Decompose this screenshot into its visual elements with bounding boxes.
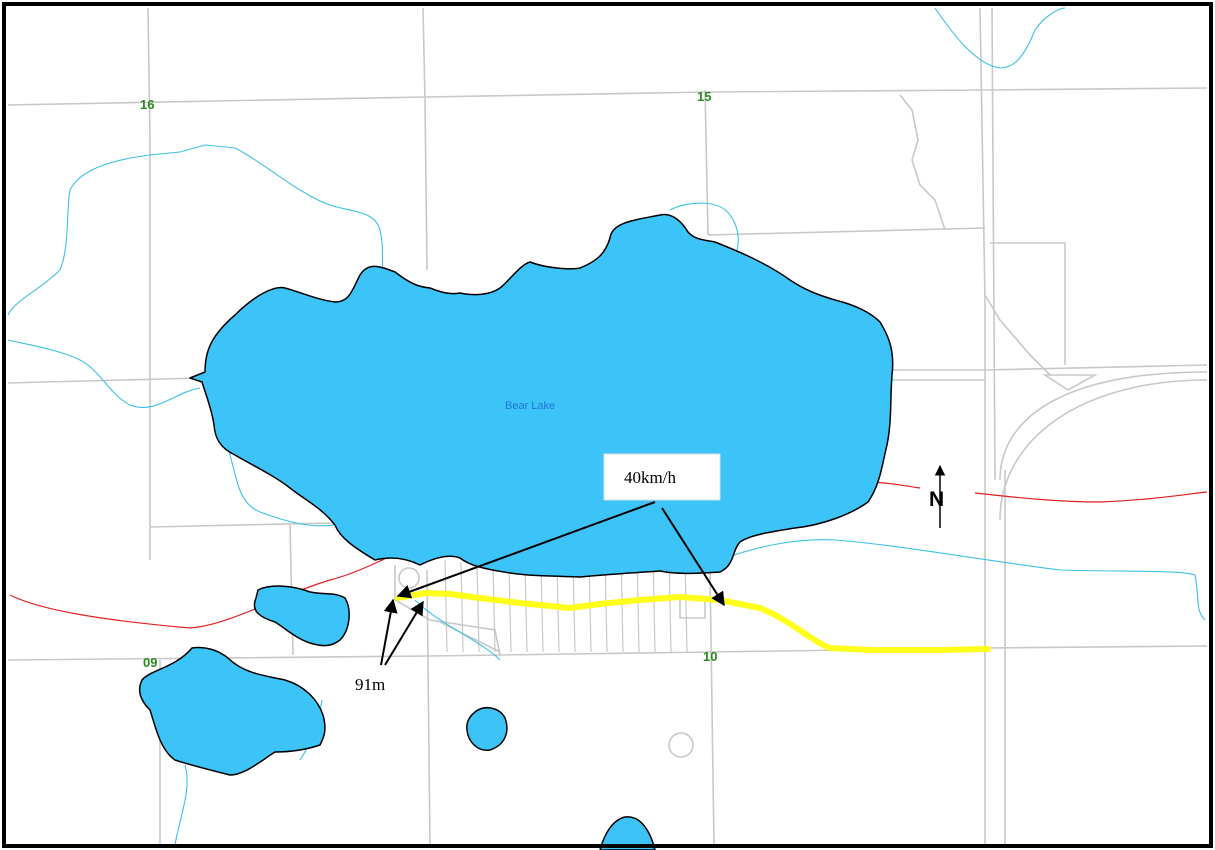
speed-callout-box bbox=[603, 453, 721, 501]
lot-line bbox=[508, 565, 512, 653]
lot-line bbox=[524, 564, 528, 653]
speed-arrow-west bbox=[396, 501, 656, 599]
pond-southwest bbox=[138, 646, 326, 776]
pond-south bbox=[466, 706, 508, 751]
distance-arrow-1 bbox=[380, 598, 398, 666]
section-label-16: 16 bbox=[140, 97, 154, 112]
speed-arrow-east bbox=[661, 507, 725, 607]
section-label-15: 15 bbox=[697, 89, 711, 104]
speed-callout-label: 40km/h bbox=[624, 468, 676, 487]
section-label-09: 09 bbox=[143, 655, 157, 670]
road-grid bbox=[7, 7, 1208, 846]
section-label-10: 10 bbox=[703, 649, 717, 664]
lake-label: Bear Lake bbox=[505, 400, 555, 412]
distance-arrow-2 bbox=[384, 600, 424, 666]
north-arrow-label: N bbox=[929, 488, 944, 511]
highlighted-road bbox=[395, 590, 991, 653]
lot-line bbox=[476, 563, 480, 653]
pond-bottom bbox=[599, 816, 656, 850]
distance-callout-label: 91m bbox=[355, 675, 385, 694]
lot-line bbox=[492, 565, 496, 653]
pond-west bbox=[253, 585, 350, 647]
lot-line bbox=[460, 561, 464, 653]
lot-line bbox=[444, 559, 448, 653]
